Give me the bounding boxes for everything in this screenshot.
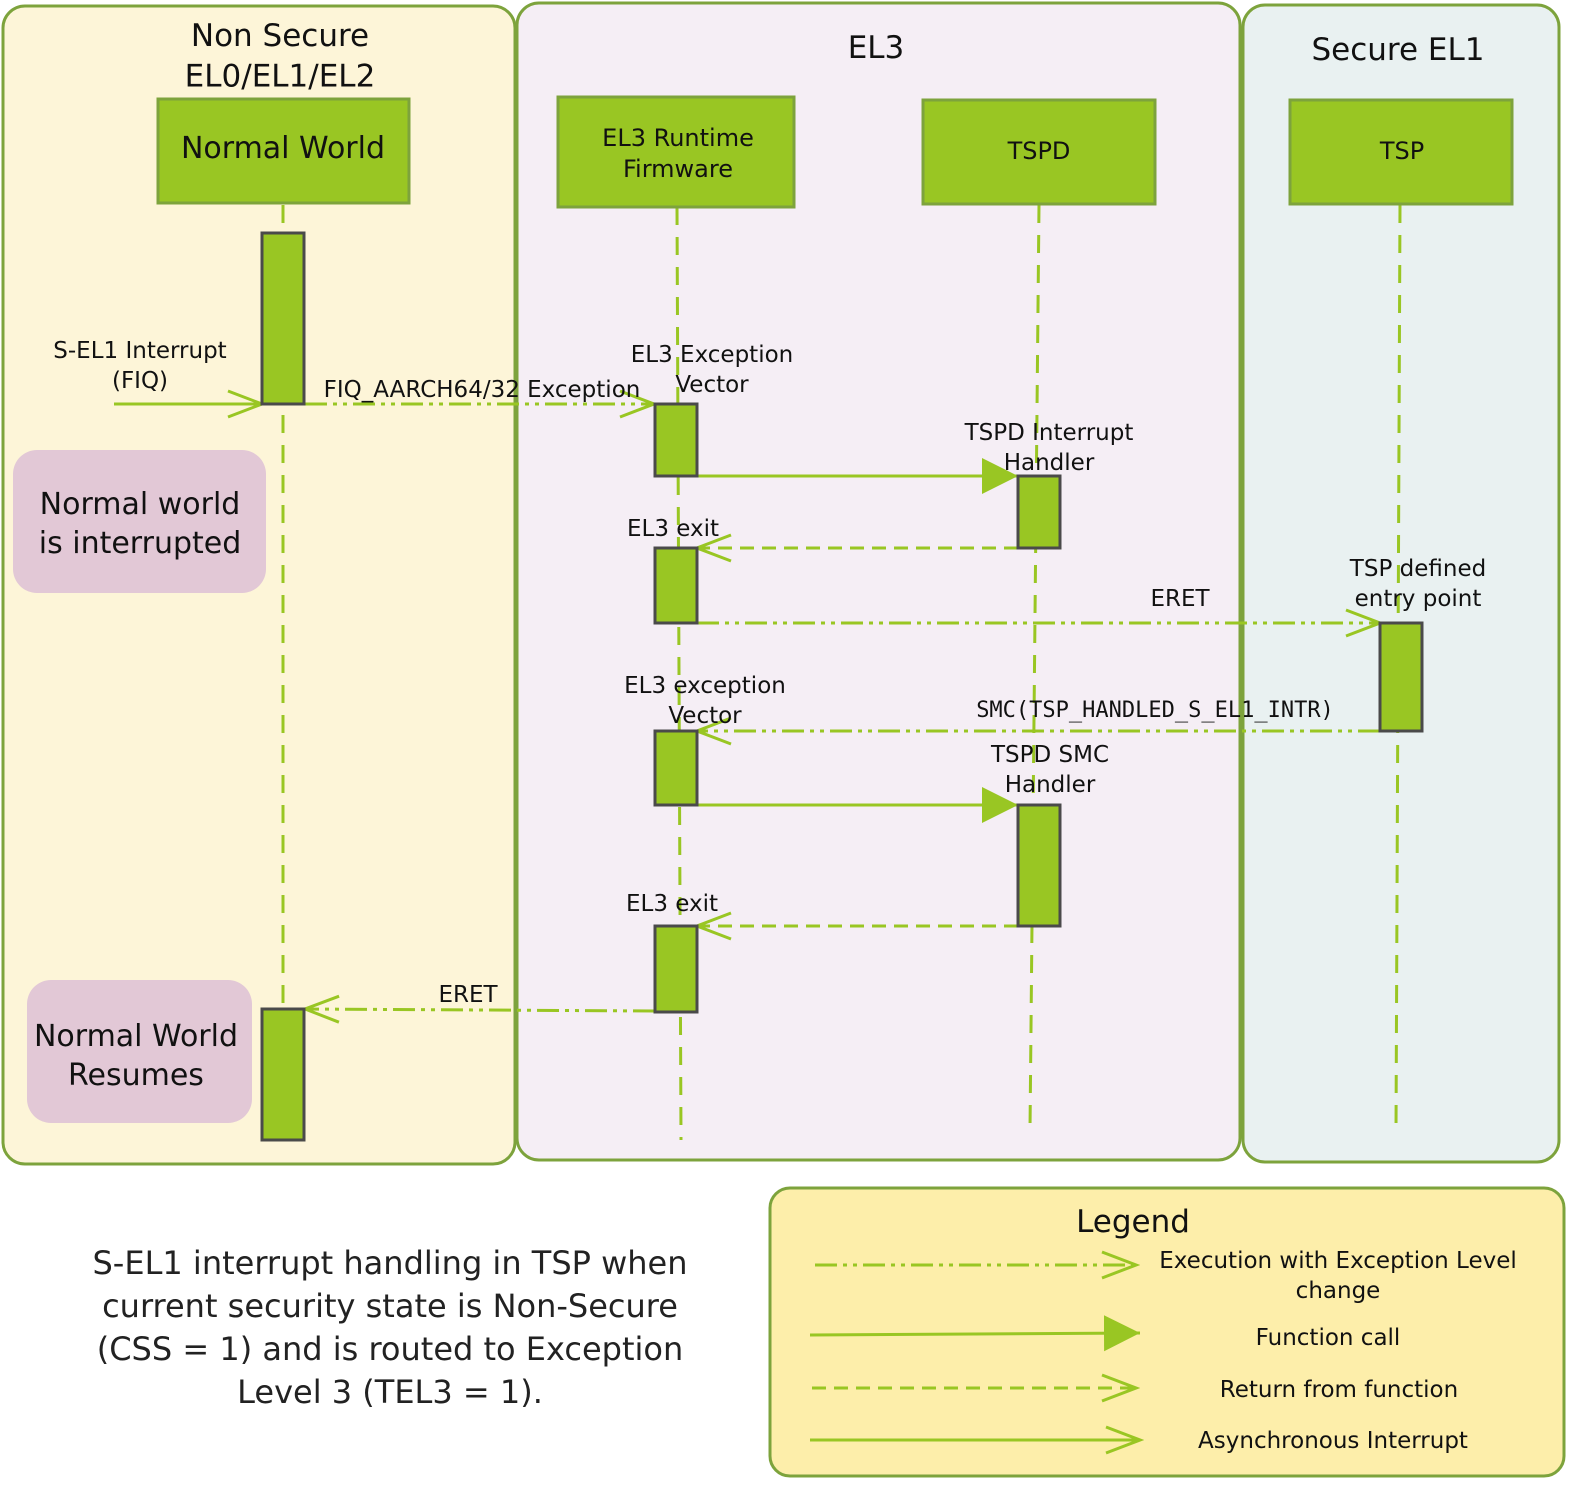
region-secure-el1-title: Secure EL1: [1311, 32, 1484, 68]
activation-tspd-2: [1016, 803, 1062, 928]
activation-normal-world-1: [260, 231, 306, 406]
activation-normal-world-2: [260, 1007, 306, 1142]
lifeline-el3-runtime: [556, 95, 796, 209]
lifeline-tspd: [921, 98, 1157, 206]
label-s-el1-interrupt: S-EL1 Interrupt(FIQ): [53, 338, 226, 394]
lifeline-tsp-label: TSP: [1379, 137, 1424, 165]
label-el3-exit-2: EL3 exit: [626, 891, 718, 917]
legend-label-return: Return from function: [1220, 1377, 1458, 1403]
legend-title: Legend: [1076, 1204, 1190, 1240]
lifeline-normal-world-label: Normal World: [181, 131, 385, 166]
legend-line-function-call: [809, 1315, 1141, 1352]
lifeline-tsp: [1288, 98, 1514, 206]
note-resumes: [27, 980, 252, 1123]
label-eret-2: ERET: [438, 982, 498, 1008]
label-el3-exit-1: EL3 exit: [627, 516, 719, 542]
lifeline-tspd-label: TSPD: [1007, 137, 1071, 165]
arrow-eret-to-normal: [305, 1009, 656, 1011]
label-fiq-exception: FIQ_AARCH64/32 Exception: [324, 377, 641, 403]
label-smc-call: SMC(TSP_HANDLED_S_EL1_INTR): [976, 698, 1334, 723]
legend-box: [768, 1186, 1566, 1478]
region-el3-title: EL3: [848, 30, 905, 66]
activation-tspd-1: [1016, 474, 1062, 550]
diagram-caption: S-EL1 interrupt handling in TSP when cur…: [92, 1244, 688, 1411]
region-secure-el1: [1241, 3, 1561, 1164]
label-eret-1: ERET: [1150, 586, 1210, 612]
lifeline-normal-world: [156, 97, 411, 205]
activation-el3-4: [653, 924, 699, 1014]
legend-label-async: Asynchronous Interrupt: [1198, 1428, 1468, 1454]
note-interrupted: [13, 450, 266, 593]
activation-el3-3: [653, 729, 699, 807]
activation-tsp-1: [1378, 621, 1424, 733]
lifeline-el3-runtime-line: [675, 206, 683, 1141]
activation-el3-1: [653, 402, 699, 478]
activation-el3-2: [653, 546, 699, 625]
legend-label-function-call: Function call: [1256, 1325, 1401, 1351]
lifeline-tspd-line: [1028, 204, 1041, 1131]
